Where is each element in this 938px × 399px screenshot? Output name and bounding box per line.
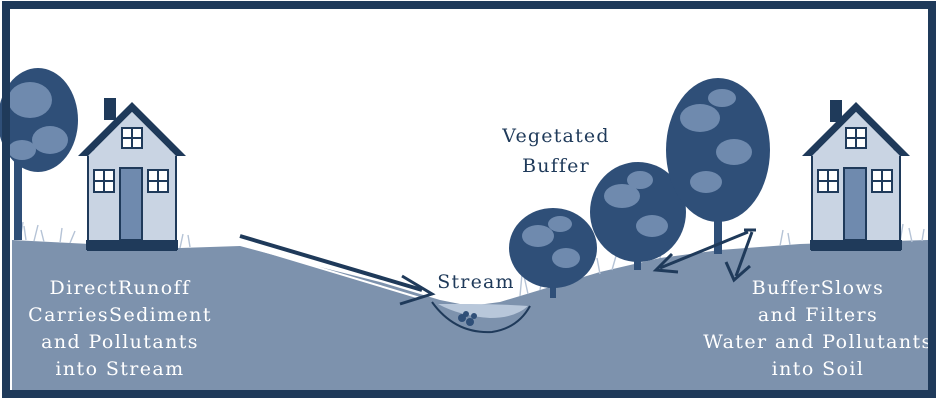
direct-runoff-line-2: CarriesSediment — [28, 304, 212, 326]
direct-runoff-line-3: and Pollutants — [41, 331, 199, 353]
direct-runoff-line-1: DirectRunoff — [50, 277, 192, 299]
direct-runoff-line-4: into Stream — [55, 358, 184, 380]
buffer-slows-line-4: into Soil — [772, 358, 865, 380]
vegetated-buffer-line-2: Buffer — [522, 155, 590, 177]
buffer-slows-line-2: and Filters — [758, 304, 878, 326]
buffer-slows-line-3: Water and Pollutants — [703, 331, 932, 353]
buffer-slows-line-1: BufferSlows — [752, 277, 885, 299]
vegetated-buffer-line-1: Vegetated — [501, 125, 609, 147]
stream-label: Stream — [437, 271, 515, 293]
